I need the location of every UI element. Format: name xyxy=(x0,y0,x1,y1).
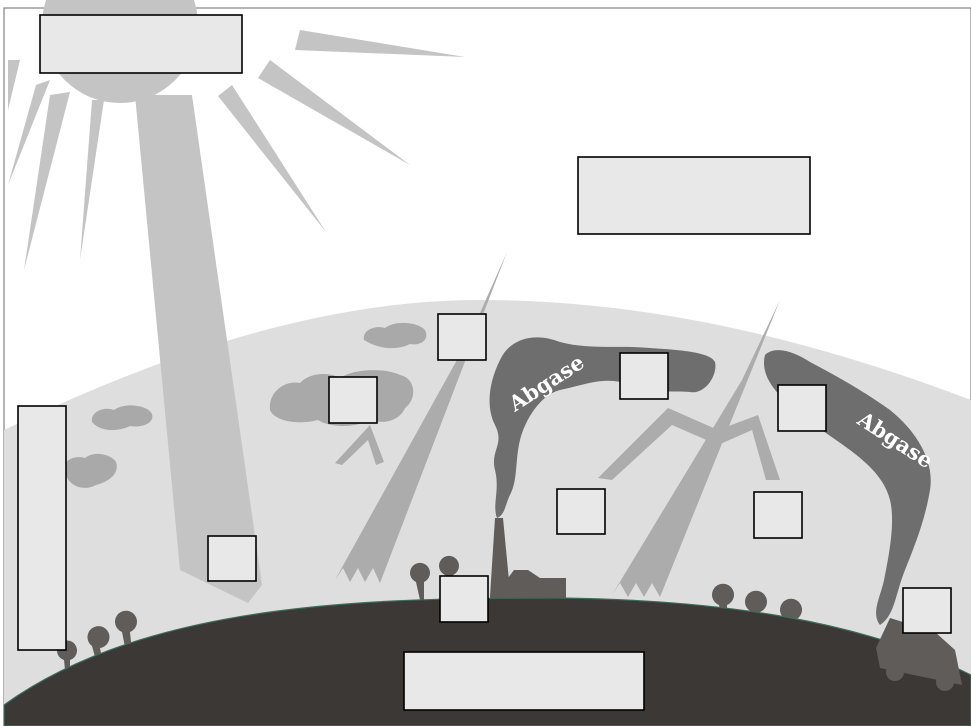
label-box-reflected-ray-2[interactable] xyxy=(557,489,605,534)
label-box-sun[interactable] xyxy=(40,15,242,73)
label-box-smoke-2[interactable] xyxy=(778,385,826,431)
label-box-cloud[interactable] xyxy=(329,377,377,423)
label-box-reflected-ray-3[interactable] xyxy=(754,492,802,538)
label-box-truck[interactable] xyxy=(903,588,951,633)
label-box-smoke-1[interactable] xyxy=(620,353,668,399)
label-box-earth[interactable] xyxy=(404,652,644,710)
label-box-sky[interactable] xyxy=(578,157,810,234)
label-box-atmosphere-left[interactable] xyxy=(18,406,66,650)
label-box-factory[interactable] xyxy=(440,576,488,622)
label-box-sunlight-beam[interactable] xyxy=(208,536,256,581)
label-box-reflected-ray-1[interactable] xyxy=(438,314,486,360)
